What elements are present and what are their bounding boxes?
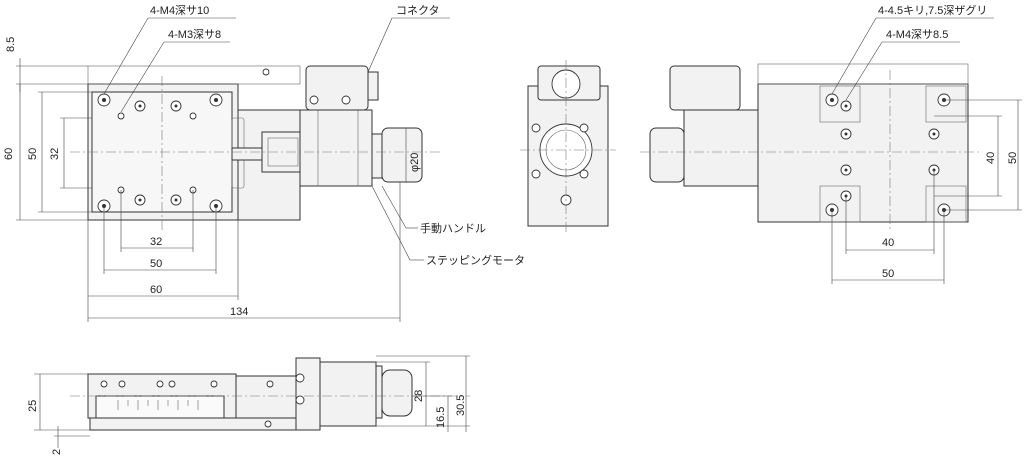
bottom-view: 40 50 40 50 4-4.5キリ,7.5深ザグリ 4-M4深サ8.5: [640, 3, 1022, 284]
side-view-motor: [319, 361, 377, 427]
bottom-view-motor: [683, 109, 759, 187]
dim-40-vertical-right: 40: [985, 152, 997, 164]
label-stepping-motor: ステッピングモータ: [426, 253, 525, 267]
label-counterbore: 4-4.5キリ,7.5深ザグリ: [878, 3, 987, 17]
dim-32-horizontal: 32: [150, 236, 162, 248]
left-dimensions: [16, 58, 92, 221]
label-m4-depth8-5: 4-M4深サ8.5: [886, 28, 948, 41]
connector-plug: [367, 71, 379, 101]
dim-8-5: 8.5: [5, 37, 17, 52]
dim-25-side: 25: [27, 400, 39, 412]
label-hand-handle: 手動ハンドル: [420, 221, 486, 235]
bottom-dimensions: [87, 182, 401, 322]
label-phi20: φ20: [409, 153, 421, 172]
dim-30-5-side: 30.5: [455, 395, 467, 416]
dim-134-horizontal: 134: [230, 306, 248, 318]
lead-screw: [231, 147, 263, 161]
label-connector: コネクタ: [396, 4, 440, 17]
dim-2-side: 2: [51, 449, 63, 455]
pocket-top-left: [819, 85, 861, 123]
dim-32-vertical: 32: [49, 148, 61, 160]
pocket-top-right: [925, 85, 967, 123]
dim-50-horizontal-right: 50: [882, 268, 894, 280]
dim-50-horizontal: 50: [150, 258, 162, 270]
right-dimensions: [831, 17, 1022, 284]
label-m4-depth10: 4-M4深サ10: [150, 4, 209, 17]
stepping-motor-body: [299, 109, 373, 187]
side-view-holes: [100, 373, 305, 428]
dim-16-5-side: 16.5: [435, 407, 447, 428]
side-view-flange: [295, 357, 321, 431]
dim-28-side: 28: [413, 390, 425, 402]
end-view: [520, 60, 616, 232]
dim-50-vertical-right: 50: [1007, 152, 1019, 164]
top-view: 8.5 60 50 32 32 50 60 134: [3, 4, 525, 322]
dim-60-horizontal: 60: [150, 284, 162, 296]
side-view-dimensions: [34, 355, 470, 448]
side-view-handle: [381, 369, 413, 417]
bottom-view-base: [757, 83, 969, 223]
bottom-view-handle: [649, 127, 685, 183]
pocket-bottom-left: [819, 185, 861, 223]
pocket-bottom-right: [925, 185, 967, 223]
hand-handle-neck: [371, 133, 383, 179]
side-view: 25 2 28 16.5 30.5: [27, 355, 470, 455]
hand-handle: [381, 127, 423, 183]
side-view-handle-neck: [375, 365, 383, 419]
callout-leaders: [103, 17, 450, 261]
side-view-scale-ticks: [117, 400, 199, 410]
bottom-view-rim: [757, 63, 969, 85]
side-view-bracket: [235, 375, 297, 419]
stage-top-rim: [87, 65, 301, 85]
table-holes: [134, 68, 351, 206]
dim-40-horizontal-right: 40: [882, 237, 894, 249]
dim-50-vertical: 50: [27, 148, 39, 160]
side-view-scale: [95, 395, 225, 419]
label-m3-depth8: 4-M3深サ8: [168, 28, 221, 41]
dim-60-vertical: 60: [3, 148, 15, 160]
bottom-view-connector: [669, 65, 741, 111]
